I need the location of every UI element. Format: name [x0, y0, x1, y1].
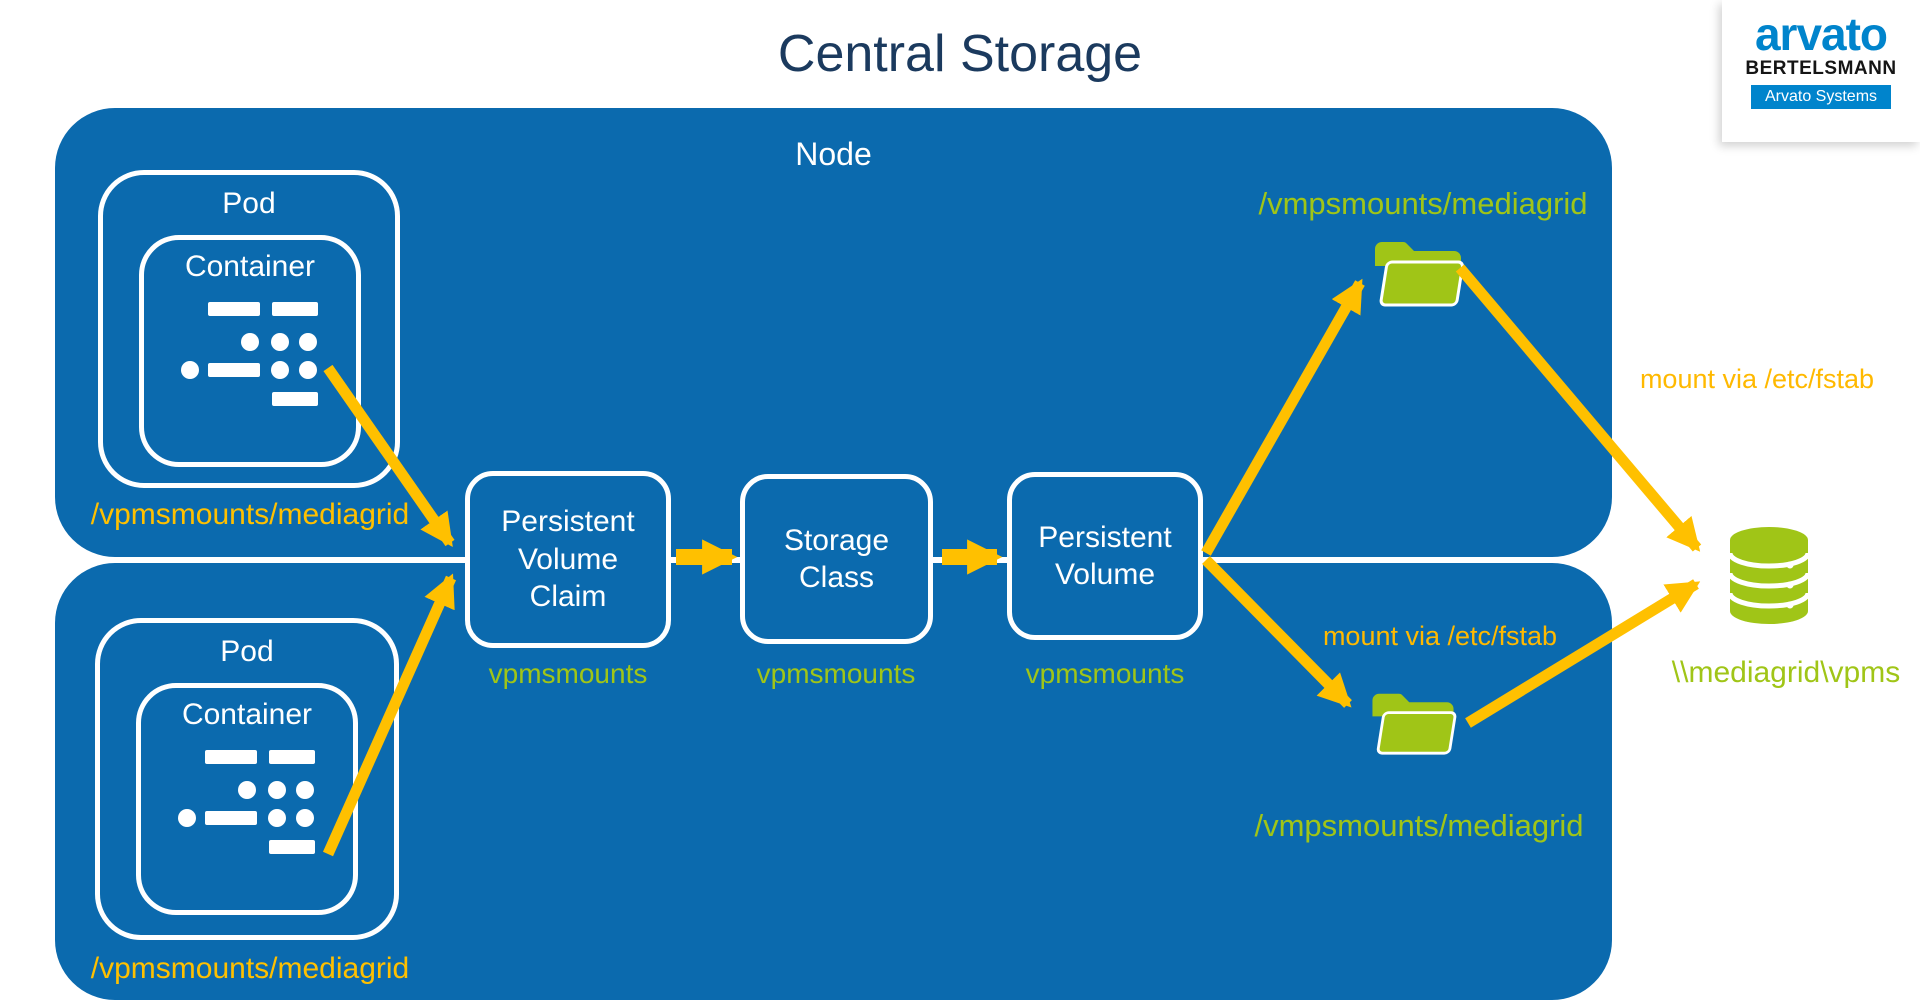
- container-upper: Container: [139, 235, 361, 467]
- mount-note-top: mount via /etc/fstab: [1639, 364, 1875, 394]
- container-icon: [181, 302, 318, 406]
- pod-lower-mount-path: /vpmsmounts/mediagrid: [90, 952, 410, 985]
- pv-name: vpmsmounts: [1025, 658, 1185, 689]
- bottom-folder-mount-path: /vmpsmounts/mediagrid: [1254, 808, 1584, 843]
- persistent-volume-claim-label: Persistent Volume Claim: [501, 505, 635, 614]
- logo-subsidiary-bar: Arvato Systems: [1750, 85, 1892, 110]
- pod-lower-label: Pod: [220, 635, 274, 668]
- pod-upper-mount-path: /vpmsmounts/mediagrid: [90, 498, 410, 531]
- top-folder-mount-path: /vmpsmounts/mediagrid: [1258, 186, 1588, 221]
- persistent-volume-claim-box: Persistent Volume Claim: [465, 471, 671, 648]
- storage-class-label: Storage Class: [783, 523, 890, 595]
- logo-group-text: BERTELSMANN: [1745, 58, 1897, 80]
- page-title: Central Storage: [777, 25, 1143, 83]
- persistent-volume-box: Persistent Volume: [1007, 472, 1203, 640]
- storage-class-name: vpmsmounts: [756, 658, 916, 689]
- storage-class-box: Storage Class: [740, 474, 933, 644]
- persistent-volume-label: Persistent Volume: [1038, 520, 1172, 592]
- container-lower: Container: [136, 683, 358, 915]
- pvc-name: vpmsmounts: [488, 658, 648, 689]
- logo-brand-text: arvato: [1754, 8, 1888, 60]
- node-label: Node: [795, 136, 872, 172]
- mount-note-bottom: mount via /etc/fstab: [1322, 621, 1558, 651]
- container-lower-label: Container: [181, 698, 313, 731]
- container-icon: [178, 750, 315, 854]
- container-upper-label: Container: [184, 250, 316, 283]
- database-icon: [1727, 527, 1811, 629]
- pod-lower: Pod Container: [95, 618, 399, 940]
- pod-upper: Pod Container: [98, 170, 400, 488]
- arvato-logo: arvato BERTELSMANN Arvato Systems: [1722, 0, 1920, 142]
- pod-upper-label: Pod: [222, 187, 276, 220]
- folder-icon: [1368, 690, 1458, 761]
- folder-icon: [1371, 238, 1465, 313]
- target-share-path: \\mediagrid\vpms: [1671, 656, 1901, 689]
